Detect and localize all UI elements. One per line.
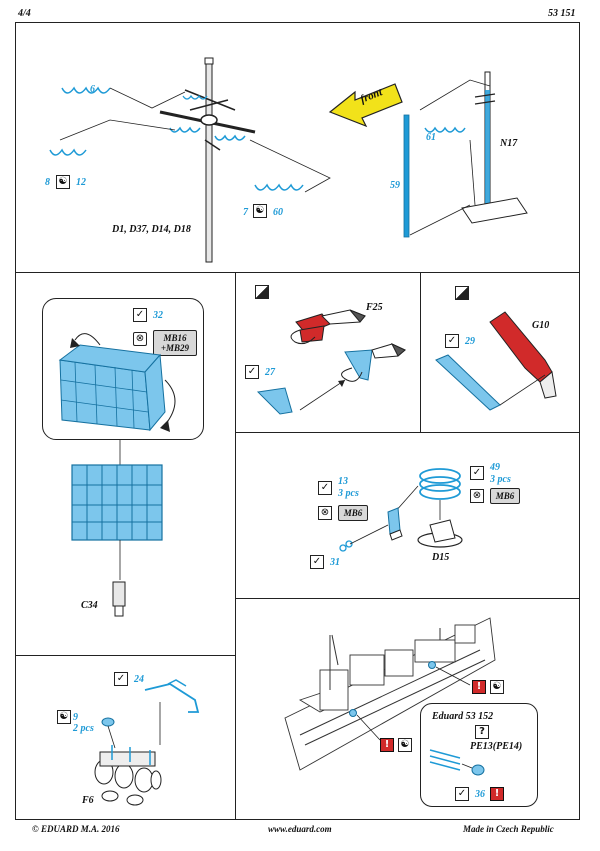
part-24-label: 24	[134, 674, 144, 685]
part-36-label: 36	[475, 789, 485, 800]
eduard-53152-callout	[420, 703, 538, 807]
catalog-number: 53 151	[548, 8, 576, 19]
d15-label: D15	[432, 552, 450, 563]
copyright: © EDUARD M.A. 2016	[32, 824, 120, 834]
check-icon: ✓	[245, 365, 259, 379]
part-49-label: 49	[490, 462, 500, 473]
divider-top	[15, 272, 580, 273]
mb6-badge-left: MB6	[338, 505, 368, 521]
warning-icon: !	[472, 680, 486, 694]
check-icon: ✓	[114, 672, 128, 686]
callout-title: Eduard 53 152	[432, 711, 494, 722]
part-7-label: 7	[243, 207, 248, 218]
page-number: 4/4	[18, 8, 31, 19]
check-icon: ✓	[310, 555, 324, 569]
part-31-label: 31	[330, 557, 340, 568]
part-9-label: 9	[73, 712, 78, 723]
mb-badge-line-2: +MB29	[160, 343, 190, 353]
check-icon: ✓	[455, 787, 469, 801]
both-options-icon: ☯	[56, 175, 70, 189]
mb-part-icon: ⊗	[133, 332, 147, 346]
mb-part-icon: ⊗	[470, 489, 484, 503]
check-icon: ✓	[470, 466, 484, 480]
part-60-label: 60	[273, 207, 283, 218]
divider-f25-g10	[420, 272, 421, 432]
pe13-label: PE13(PE14)	[470, 741, 523, 752]
f25-label: F25	[366, 302, 383, 313]
mast-drawing	[49, 57, 528, 263]
page-frame	[15, 22, 580, 820]
divider-right-1	[235, 432, 580, 433]
g10-label: G10	[532, 320, 550, 331]
c34-label: C34	[81, 600, 98, 611]
paint-icon	[255, 285, 269, 299]
both-options-icon: ☯	[398, 738, 412, 752]
part-59-label: 59	[390, 180, 400, 191]
divider-left-col	[235, 272, 236, 820]
mb-badge-line-1: MB16	[163, 333, 187, 343]
part-61-label: 61	[426, 132, 436, 143]
part-8-label: 8	[45, 177, 50, 188]
part-29-label: 29	[465, 336, 475, 347]
part-49-qty: 3 pcs	[490, 474, 511, 485]
divider-left-1	[15, 655, 235, 656]
website: www.eduard.com	[268, 824, 332, 834]
mast-parts-label: D1, D37, D14, D18	[112, 224, 191, 235]
both-options-icon: ☯	[253, 204, 267, 218]
f6-label: F6	[82, 795, 94, 806]
mb-part-icon: ⊗	[318, 506, 332, 520]
part-9-qty: 2 pcs	[73, 723, 94, 734]
mb16-mb29-badge: MB16 +MB29	[153, 330, 197, 356]
check-icon: ✓	[133, 308, 147, 322]
n17-label: N17	[500, 138, 518, 149]
part-13-label: 13	[338, 476, 348, 487]
part-6-label: 6	[90, 84, 95, 95]
part-13-qty: 3 pcs	[338, 488, 359, 499]
part-12-label: 12	[76, 177, 86, 188]
check-icon: ✓	[318, 481, 332, 495]
divider-right-2	[235, 598, 580, 599]
warning-icon: !	[490, 787, 504, 801]
both-options-icon: ☯	[57, 710, 71, 724]
mb6-badge-right: MB6	[490, 488, 520, 504]
both-options-icon: ☯	[490, 680, 504, 694]
question-icon: ?	[475, 725, 489, 739]
origin: Made in Czech Republic	[463, 824, 554, 834]
warning-icon: !	[380, 738, 394, 752]
part-27-label: 27	[265, 367, 275, 378]
check-icon: ✓	[445, 334, 459, 348]
part-32-label: 32	[153, 310, 163, 321]
paint-icon	[455, 286, 469, 300]
